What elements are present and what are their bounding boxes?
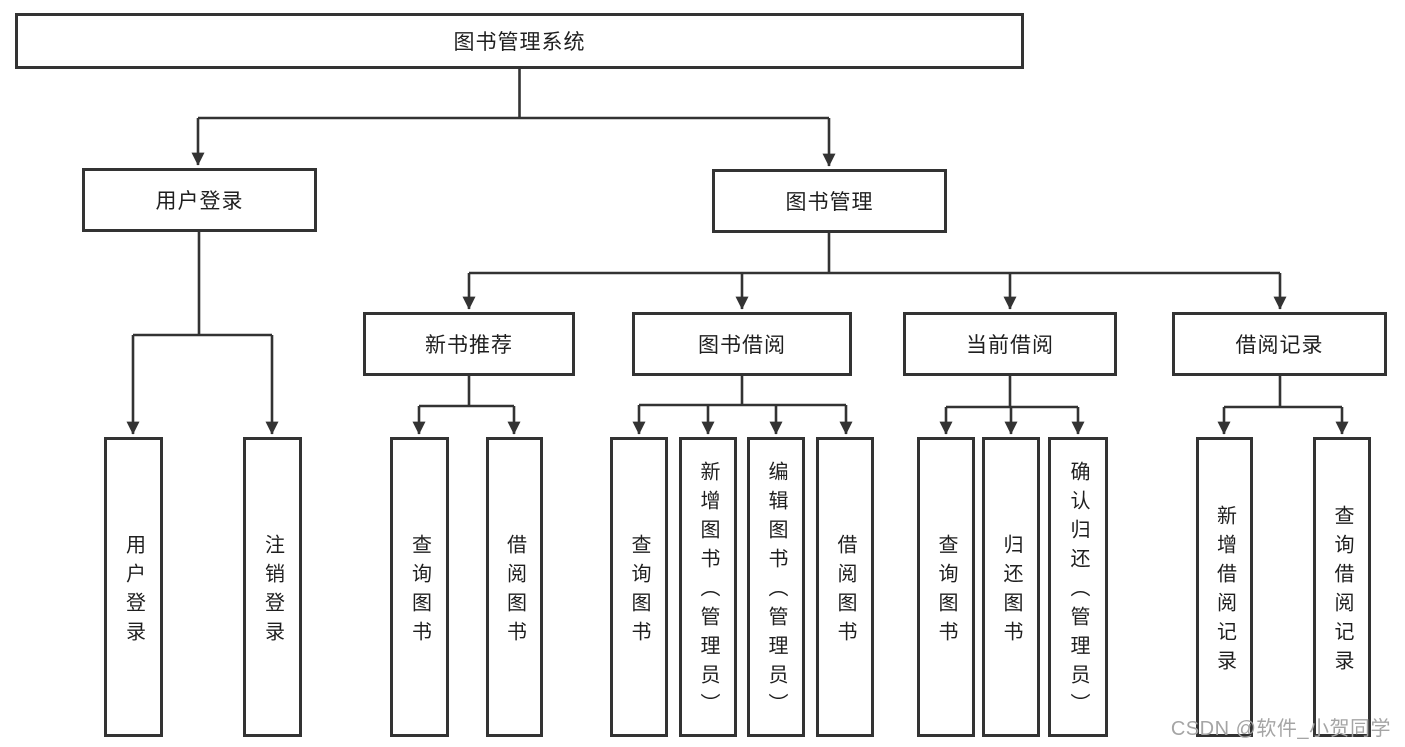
connector-user-login-stem	[133, 232, 272, 337]
leaf-label: 新增借阅记录	[1213, 504, 1236, 679]
leaf-label: 新增图书（管理员）	[697, 461, 719, 722]
leaf-bb-add-books-admin: 新增图书（管理员）	[679, 437, 737, 737]
node-borrow-records: 借阅记录	[1172, 312, 1387, 376]
node-label: 借阅记录	[1235, 334, 1324, 357]
node-user-login-branch: 用户登录	[82, 168, 317, 232]
leaf-user-login: 用户登录	[104, 437, 163, 737]
leaf-logout: 注销登录	[243, 437, 302, 737]
node-label: 新书推荐	[425, 334, 513, 357]
leaf-br-query-record: 查询借阅记录	[1313, 437, 1371, 737]
leaf-label: 查询借阅记录	[1331, 504, 1353, 679]
node-label: 当前借阅	[966, 334, 1054, 357]
leaf-bb-edit-books-admin: 编辑图书（管理员）	[747, 437, 805, 737]
leaf-label: 借阅图书	[503, 533, 526, 650]
leaf-label: 用户登录	[122, 533, 145, 650]
leaf-bb-query-books: 查询图书	[610, 437, 668, 737]
leaf-rec-borrow-books: 借阅图书	[486, 437, 543, 737]
node-label: 用户登录	[155, 190, 244, 213]
connector-borrow-records-stem	[1224, 376, 1342, 409]
node-label: 图书管理	[785, 191, 874, 214]
leaf-br-add-record: 新增借阅记录	[1196, 437, 1253, 737]
leaf-label: 查询图书	[408, 533, 431, 650]
node-book-mgmt-branch: 图书管理	[712, 169, 947, 233]
node-label: 图书借阅	[698, 334, 786, 357]
leaf-label: 编辑图书（管理员）	[765, 461, 787, 722]
node-label: 图书管理系统	[453, 31, 586, 54]
node-book-borrow: 图书借阅	[632, 312, 852, 376]
leaf-cb-confirm-return-admin: 确认归还（管理员）	[1048, 437, 1108, 737]
node-current-borrow: 当前借阅	[903, 312, 1117, 376]
leaf-label: 确认归还（管理员）	[1067, 461, 1089, 722]
leaf-label: 查询图书	[628, 533, 650, 650]
leaf-label: 归还图书	[1000, 533, 1022, 650]
csdn-watermark: CSDN @软件_小贺同学	[1170, 718, 1391, 740]
leaf-bb-borrow-books: 借阅图书	[816, 437, 874, 737]
leaf-cb-return-books: 归还图书	[982, 437, 1040, 737]
connector-current-borrow-stem	[946, 376, 1078, 409]
leaf-label: 查询图书	[935, 533, 957, 650]
connector-new-book-rec-stem	[419, 376, 514, 408]
node-new-book-recommend: 新书推荐	[363, 312, 575, 376]
connector-book-borrow-stem	[639, 376, 846, 407]
leaf-cb-query-books: 查询图书	[917, 437, 975, 737]
leaf-label: 注销登录	[261, 533, 284, 650]
leaf-label: 借阅图书	[834, 533, 856, 650]
leaf-rec-query-books: 查询图书	[390, 437, 449, 737]
node-root-library-system: 图书管理系统	[15, 13, 1024, 69]
connector-book-mgmt-stem	[469, 233, 1280, 275]
